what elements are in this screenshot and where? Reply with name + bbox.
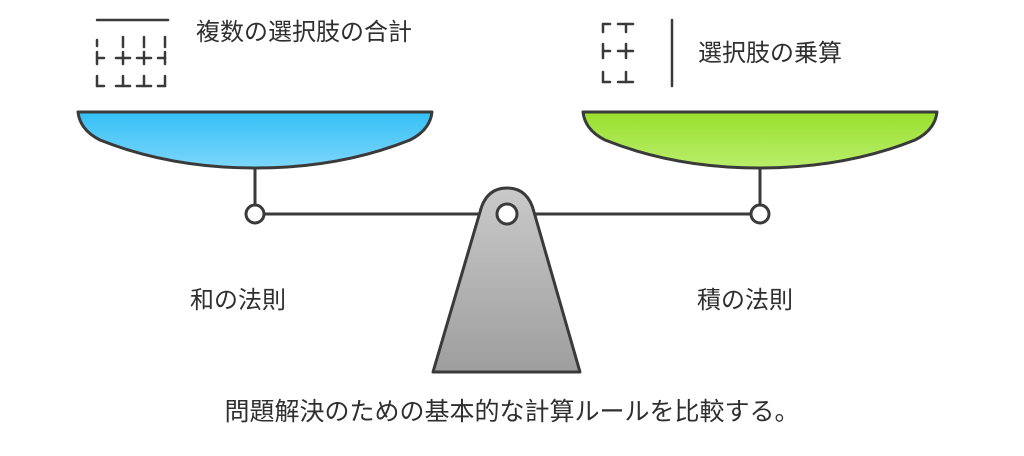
left-pan <box>76 110 434 170</box>
product-rule-label: 積の法則 <box>697 286 793 314</box>
left-end-circle <box>244 203 266 225</box>
product-grid-icon <box>601 18 674 88</box>
right-end-circle <box>749 203 771 225</box>
fulcrum <box>431 186 582 374</box>
pivot-circle <box>495 202 519 226</box>
sum-grid-icon <box>95 18 170 88</box>
diagram-caption: 問題解決のための基本的な計算ルールを比較する。 <box>224 397 800 426</box>
sum-rule-label: 和の法則 <box>190 286 286 314</box>
left-pan-title: 複数の選択肢の合計 <box>196 18 412 46</box>
right-pan <box>581 110 939 170</box>
right-pan-title: 選択肢の乗算 <box>698 39 842 67</box>
